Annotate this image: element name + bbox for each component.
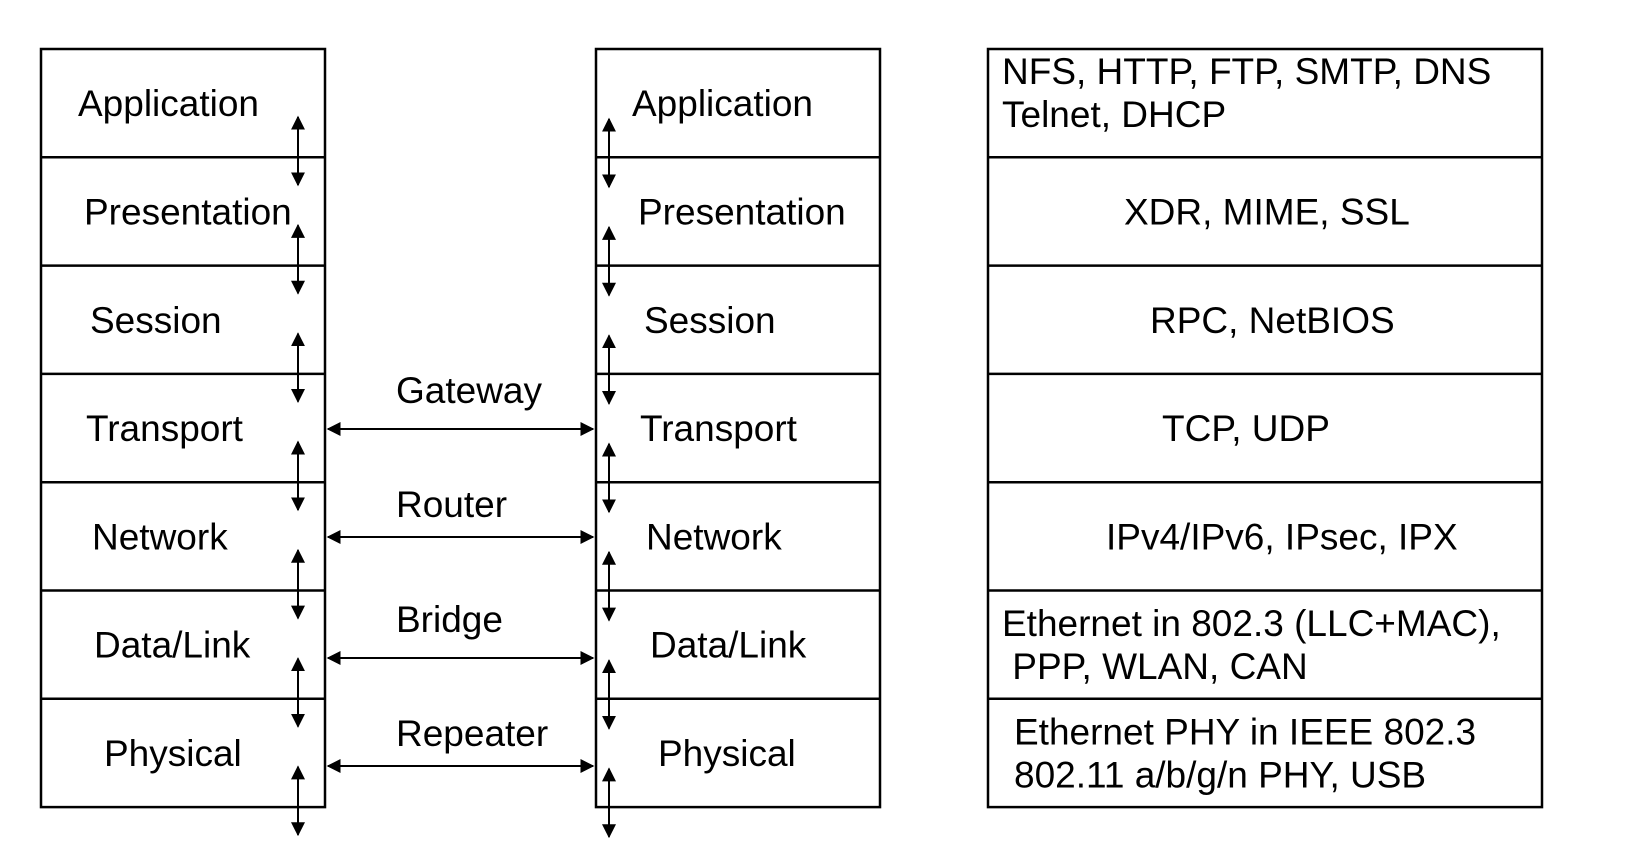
left_stack-layer-data-link: Data/Link (94, 625, 251, 666)
left-osi-stack: ApplicationPresentationSessionTransportN… (39, 47, 327, 837)
protocol-text-row-5: IPv4/IPv6, IPsec, IPX (1106, 516, 1458, 557)
protocol-text-row-2: XDR, MIME, SSL (1124, 191, 1410, 232)
protocol-text-row-1: Telnet, DHCP (1002, 94, 1226, 135)
protocol-text-row-3: RPC, NetBIOS (1150, 300, 1395, 341)
left_stack-layer-network: Network (92, 516, 228, 557)
device-bridge: Bridge (396, 599, 503, 640)
protocol-text-row-1: NFS, HTTP, FTP, SMTP, DNS (1002, 51, 1491, 92)
right_stack-layer-data-link: Data/Link (650, 625, 807, 666)
left_stack-layer-transport: Transport (86, 408, 244, 449)
left_stack-layer-application: Application (78, 83, 259, 124)
protocol-stack-frame (986, 47, 1544, 809)
protocol-text-row-4: TCP, UDP (1162, 408, 1330, 449)
device-repeater: Repeater (396, 713, 548, 754)
protocol-text-row-6: PPP, WLAN, CAN (1002, 646, 1308, 687)
left_stack-layer-physical: Physical (104, 733, 242, 774)
protocol-text-row-6: Ethernet in 802.3 (LLC+MAC), (1002, 603, 1501, 644)
right_stack-layer-presentation: Presentation (638, 191, 846, 232)
left_stack-layer-presentation: Presentation (84, 191, 292, 232)
left_stack-layer-session: Session (90, 300, 222, 341)
device-router: Router (396, 484, 507, 525)
right_stack-layer-application: Application (632, 83, 813, 124)
device-gateway: Gateway (396, 370, 543, 411)
left_stack-stack-frame (39, 47, 327, 809)
right_stack-layer-network: Network (646, 516, 782, 557)
right_stack-layer-transport: Transport (640, 408, 798, 449)
protocol-text-row-7: Ethernet PHY in IEEE 802.3 (1014, 711, 1476, 752)
right_stack-layer-session: Session (644, 300, 776, 341)
right-osi-stack: ApplicationPresentationSessionTransportN… (594, 47, 882, 839)
protocol-text-row-7: 802.11 a/b/g/n PHY, USB (1014, 754, 1426, 795)
right_stack-layer-physical: Physical (658, 733, 796, 774)
right_stack-stack-frame (594, 47, 882, 809)
